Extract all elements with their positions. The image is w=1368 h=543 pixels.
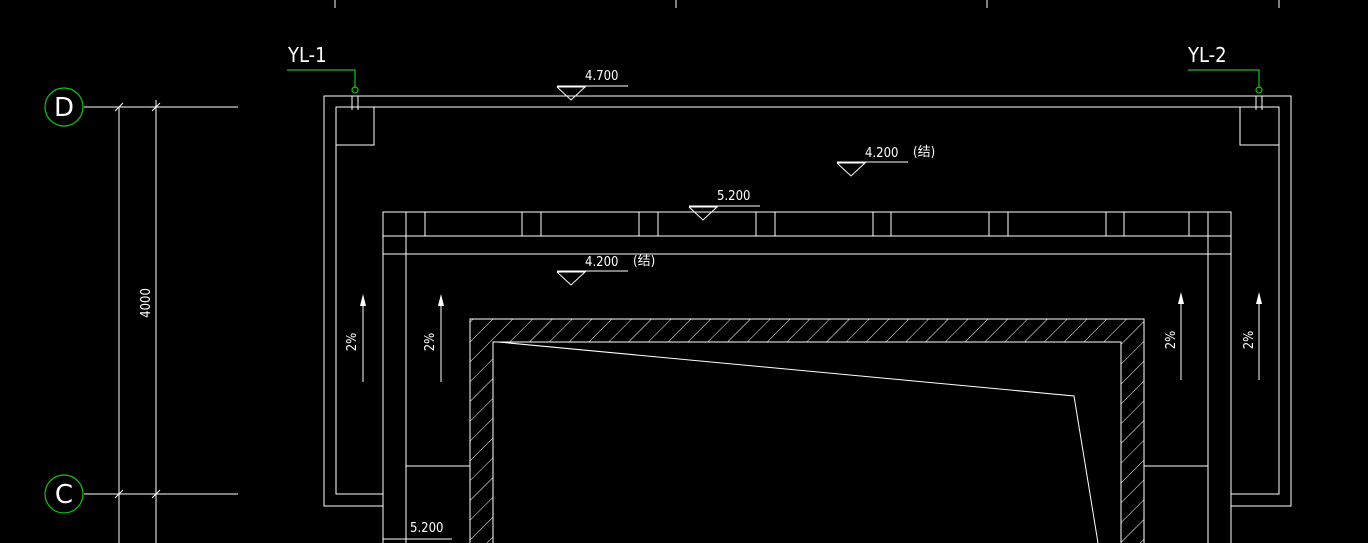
elevation-value: 4.200: [585, 255, 618, 270]
elevation-note: (结): [633, 254, 655, 269]
dimension-text: 4000: [139, 288, 154, 318]
axis-label-c: C: [55, 480, 73, 510]
pipe-tag-label: YL-1: [287, 43, 327, 67]
slope-value: 2%: [345, 333, 360, 352]
slope-value: 2%: [1242, 331, 1257, 350]
slope-value: 2%: [1164, 331, 1179, 350]
elevation-mark: 4.700: [556, 69, 628, 101]
pipe-tag-yl-2: YL-2: [1187, 43, 1263, 110]
axis-bubble-c: C: [44, 474, 84, 514]
elevation-value: 4.700: [585, 69, 618, 84]
outer-parapet: [323, 95, 1292, 507]
slope-arrow: 2%: [345, 294, 366, 382]
elevation-value: 4.200: [865, 146, 898, 161]
elevation-value: 5.200: [717, 189, 750, 204]
slope-arrow: 2%: [423, 294, 444, 382]
elevation-mark: 4.200 (结): [836, 145, 935, 177]
inner-parapet: [382, 211, 1232, 543]
hatched-wall: [469, 318, 1145, 543]
dimension-line: 4000: [114, 100, 161, 543]
pipe-tag-label: YL-2: [1187, 43, 1227, 67]
elevation-value: 5.200: [410, 521, 443, 536]
elevation-mark: 5.200: [383, 521, 452, 540]
slope-value: 2%: [423, 333, 438, 352]
axis-label-d: D: [54, 93, 74, 123]
elevation-mark: 5.200: [688, 189, 760, 221]
skylight-outline: [497, 341, 1099, 543]
elevation-note: (结): [913, 145, 935, 160]
slope-arrow: 2%: [1242, 292, 1262, 380]
pipe-tag-yl-1: YL-1: [287, 43, 359, 110]
slope-arrow: 2%: [1164, 292, 1184, 380]
axis-bubble-d: D: [44, 87, 84, 127]
top-grid-ticks: [334, 0, 1280, 8]
elevation-mark: 4.200 (结): [556, 254, 655, 286]
